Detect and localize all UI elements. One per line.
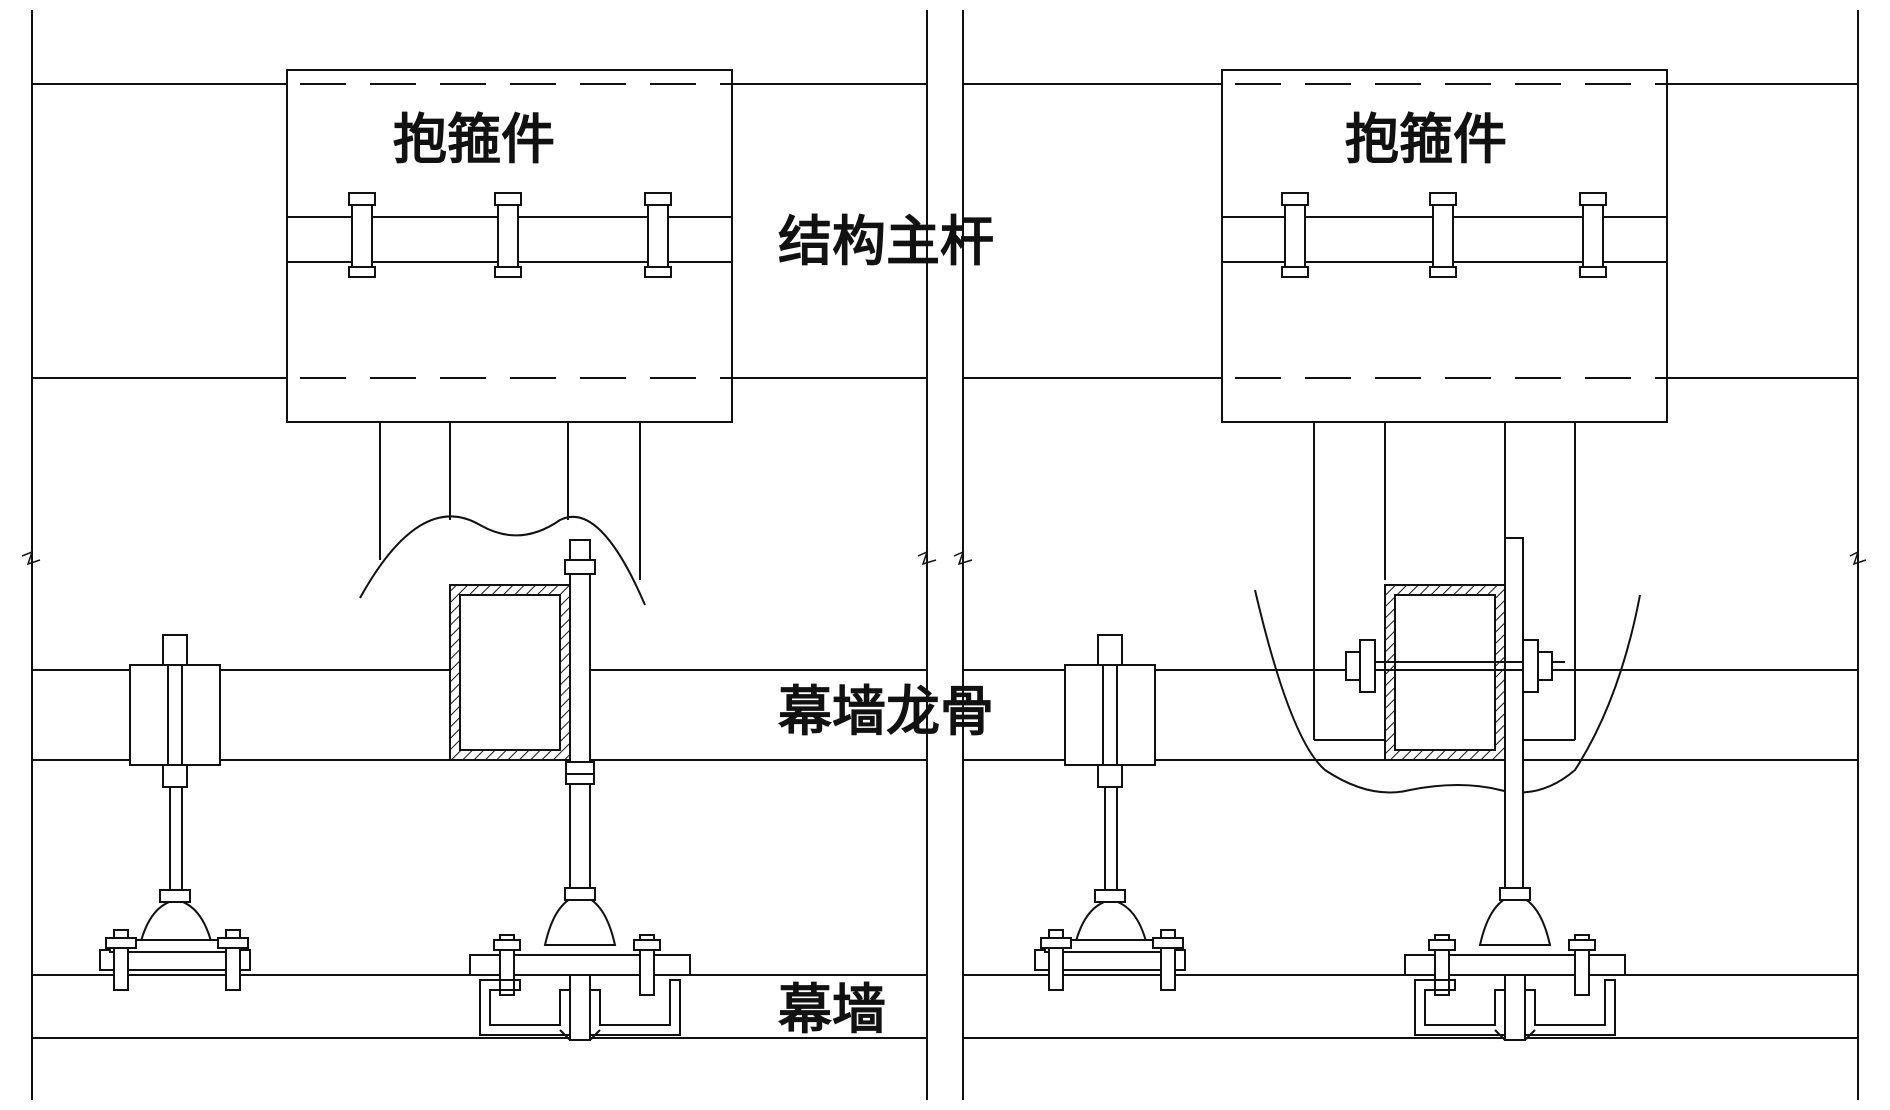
break-mark (1849, 550, 1867, 566)
clamp-bolt-shaft (1102, 664, 1118, 766)
hoop-label: 抱箍件 (1345, 107, 1507, 171)
main-member-label: 结构主杆 (778, 209, 994, 273)
hanger-rod (169, 786, 183, 898)
clamp-nut (162, 764, 188, 788)
left-panel: 抱箍件 (21, 10, 994, 1100)
vertical-plate (1504, 537, 1524, 901)
clamp-bolt (1097, 634, 1123, 666)
hollow-section-inner (1394, 594, 1496, 751)
hollow-section-inner (459, 594, 561, 751)
hoop-bolt (1281, 192, 1309, 278)
hoop-bolt (494, 192, 522, 278)
base-bracket (1034, 889, 1186, 991)
hoop-bolt (644, 192, 672, 278)
clamp-nut (1097, 764, 1123, 788)
clamp-bolt-shaft (167, 664, 183, 766)
break-mark (21, 550, 41, 566)
curtain-wall-profile (479, 974, 681, 1041)
rod-nut (565, 761, 595, 775)
break-curve (359, 515, 646, 606)
rod-nut (565, 773, 595, 785)
curtain-wall-profile (1414, 974, 1616, 1041)
break-curve (1254, 589, 1641, 794)
break-mark (917, 550, 937, 566)
bolt-nut (1537, 651, 1553, 681)
hoop-label: 抱箍件 (393, 107, 555, 171)
rod-nut (564, 559, 596, 575)
bolt-nut (1345, 651, 1361, 681)
curtain-wall-label: 幕墙 (777, 977, 886, 1041)
base-bracket (99, 889, 251, 991)
bolt-washer (1522, 639, 1539, 693)
hoop-bolt (348, 192, 376, 278)
hoop-bolt (1579, 192, 1607, 278)
bolt-washer (1359, 639, 1376, 693)
hanger-rod (1104, 786, 1118, 898)
base-bracket (1404, 887, 1626, 996)
keel-label: 幕墙龙骨 (777, 679, 994, 743)
right-panel: 抱箍件 (953, 10, 1867, 1100)
clamp-bolt (162, 634, 188, 666)
base-bracket (469, 887, 691, 996)
break-mark (953, 550, 973, 566)
vertical-rod (569, 539, 591, 901)
hoop-bolt (1429, 192, 1457, 278)
